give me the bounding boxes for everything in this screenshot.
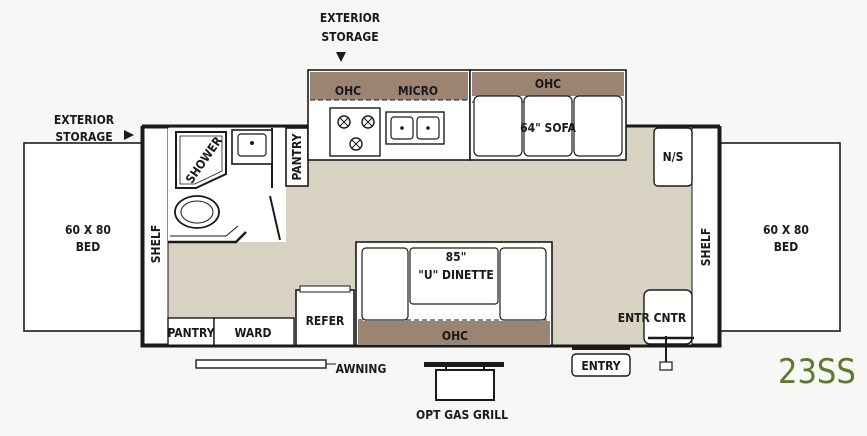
arrow-down-icon [336,52,346,62]
sofa-cushion-1 [473,95,523,157]
exterior-storage-left-label-2: STORAGE [55,130,112,144]
entry-label: ENTRY [581,359,620,373]
shelf-left-label: SHELF [149,225,163,263]
bath-sink-drain [250,141,254,145]
dinette-seat-right [499,247,547,321]
shower-shape [175,131,227,189]
gas-grill [435,369,495,401]
awning-label: AWNING [336,362,387,376]
ns-label: N/S [663,150,684,164]
bathroom-wall [168,231,247,244]
entertainment-center [643,289,693,345]
model-name: 23SS [778,352,856,392]
dinette-label-1: 85" [446,250,467,264]
sofa-cushion-2 [523,95,573,157]
kitchen-sink-drain-2 [426,126,430,130]
arrow-right-icon [124,130,134,140]
left-bed [23,142,143,332]
dinette-seat-left [361,247,409,321]
exterior-storage-top-label-1: EXTERIOR [320,11,381,25]
dinette-ohc [358,321,550,344]
refrigerator-top [299,285,351,293]
pantry-side-label: PANTRY [290,133,304,180]
gas-grill-label: OPT GAS GRILL [416,408,508,422]
jack-base [659,361,673,371]
bed-left-label-2: BED [76,240,101,254]
burner-1 [337,115,351,129]
burner-1-x [339,117,349,127]
burner-2 [361,115,375,129]
bed-left-label-1: 60 X 80 [65,223,111,237]
left-shelf [143,127,169,345]
shower-inner [179,135,223,185]
exterior-storage-left-label-1: EXTERIOR [54,113,115,127]
sofa-label: 64" SOFA [520,121,576,135]
awning [195,359,327,369]
dinette-table [409,247,499,305]
entry-door [572,346,630,350]
burner-3-x [351,139,361,149]
kitchen-sink-drain-1 [400,126,404,130]
right-bed [719,142,841,332]
ohc-right-label: OHC [535,77,561,91]
entr-cntr-label: ENTR CNTR [618,311,687,325]
bath-door [269,195,281,241]
kitchen-ohc [310,72,468,100]
ward-label: WARD [234,326,271,340]
ohc-left-label: OHC [335,84,361,98]
entry-step [571,353,631,377]
gas-grill-bar [424,362,504,367]
bed-right-label-1: 60 X 80 [763,223,809,237]
pantry-bottom-label: PANTRY [167,326,214,340]
wardrobe [213,317,295,347]
refer-label: REFER [306,314,345,328]
burner-3 [349,137,363,151]
sofa-ohc [472,72,624,96]
ohc-bottom-label: OHC [442,329,468,343]
nightstand [653,127,693,187]
micro-label: MICRO [398,84,438,98]
bed-right-label-2: BED [774,240,799,254]
sofa-cushion-3 [573,95,623,157]
dinette-label-2: "U" DINETTE [418,268,494,282]
bathroom-wall-2 [170,225,239,237]
outer-wall [140,124,722,348]
shelf-right-label: SHELF [699,228,713,266]
exterior-storage-top-label-2: STORAGE [321,30,378,44]
burner-2-x [363,117,373,127]
stove [329,107,381,157]
toilet-inner [180,200,214,224]
right-shelf [691,127,719,345]
